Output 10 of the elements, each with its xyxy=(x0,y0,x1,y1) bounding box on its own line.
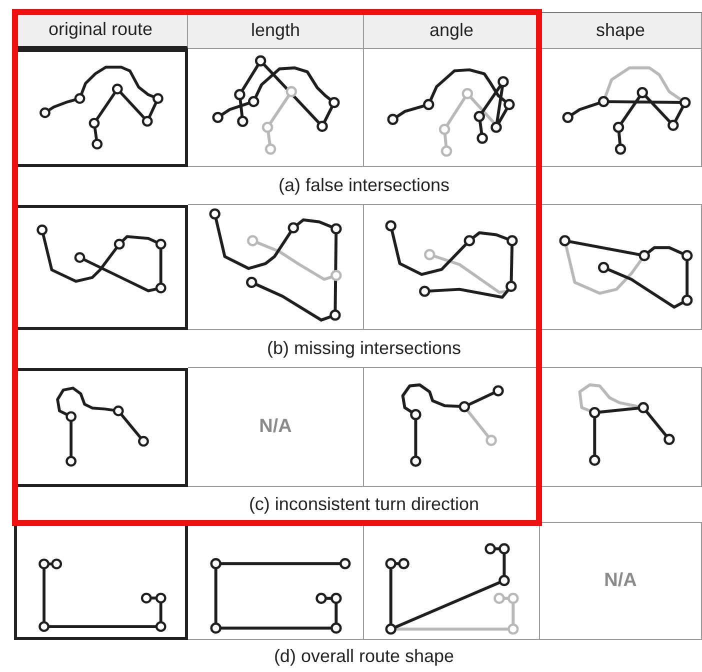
column-header: shape xyxy=(596,20,646,41)
row-caption: (b) missing intersections xyxy=(266,338,462,359)
row-caption: (c) inconsistent turn direction xyxy=(248,494,480,515)
row-caption: (a) false intersections xyxy=(278,175,450,196)
not-applicable-text: N/A xyxy=(259,416,292,438)
column-header: original route xyxy=(48,19,153,40)
column-header: angle xyxy=(429,20,474,41)
column-header: length xyxy=(250,20,300,41)
row-caption: (d) overall route shape xyxy=(274,646,454,666)
not-applicable-text: N/A xyxy=(604,570,637,592)
